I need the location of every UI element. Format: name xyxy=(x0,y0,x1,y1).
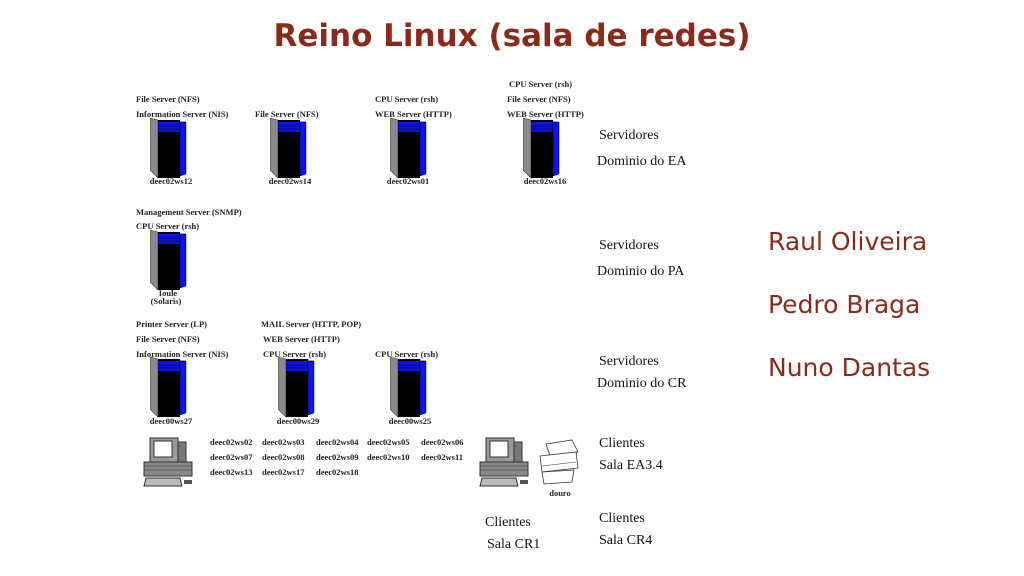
group-label: Servidores xyxy=(599,238,659,253)
client-host-label: deec02ws03 xyxy=(262,437,305,447)
client-host-label: deec02ws09 xyxy=(316,452,359,462)
host-label: Ioule xyxy=(158,288,178,298)
group-label: Clientes xyxy=(599,511,645,526)
role-label: CPU Server (rsh) xyxy=(509,79,573,89)
server-icon[interactable] xyxy=(150,228,190,292)
os-label: (Solaris) xyxy=(150,296,182,306)
role-label: CPU Server (rsh) xyxy=(263,349,327,359)
group-label: Clientes xyxy=(599,436,645,451)
group-label: Servidores xyxy=(599,128,659,143)
host-label: deec00ws27 xyxy=(149,416,193,426)
host-label: deec02ws14 xyxy=(268,176,312,186)
workstation-icon[interactable] xyxy=(142,436,198,488)
role-label: WEB Server (HTTP) xyxy=(375,109,452,119)
author-name: Raul Oliveira xyxy=(768,227,928,256)
author-name: Nuno Dantas xyxy=(768,353,931,382)
printer-icon[interactable] xyxy=(536,438,582,488)
server-icon[interactable] xyxy=(390,355,430,419)
client-host-label: deec02ws07 xyxy=(210,452,253,462)
author-name: Pedro Braga xyxy=(768,290,921,319)
group-label: Sala CR1 xyxy=(487,537,541,552)
role-label: File Server (NFS) xyxy=(136,334,200,344)
client-host-label: deec02ws05 xyxy=(367,437,410,447)
role-label: File Server (NFS) xyxy=(136,94,200,104)
group-label: Sala EA3.4 xyxy=(599,458,663,473)
client-host-label: deec02ws18 xyxy=(316,467,359,477)
server-icon[interactable] xyxy=(150,355,190,419)
server-icon[interactable] xyxy=(390,116,430,180)
role-label: CPU Server (rsh) xyxy=(136,221,200,231)
group-label: Dominio do CR xyxy=(597,376,687,391)
host-label: deec00ws25 xyxy=(388,416,432,426)
server-icon[interactable] xyxy=(278,355,318,419)
client-host-label: deec02ws04 xyxy=(316,437,359,447)
role-label: CPU Server (rsh) xyxy=(375,349,439,359)
group-label: Sala CR4 xyxy=(599,533,653,548)
role-label: CPU Server (rsh) xyxy=(375,94,439,104)
client-host-label: deec02ws08 xyxy=(262,452,305,462)
server-icon[interactable] xyxy=(150,116,190,180)
group-label: Clientes xyxy=(485,515,531,530)
client-host-label: deec02ws02 xyxy=(210,437,253,447)
group-label: Dominio do EA xyxy=(597,154,687,169)
host-label: deec02ws16 xyxy=(523,176,567,186)
role-label: WEB Server (HTTP) xyxy=(263,334,340,344)
role-label: File Server (NFS) xyxy=(507,94,571,104)
host-label: deec02ws01 xyxy=(386,176,430,186)
client-host-label: deec02ws17 xyxy=(262,467,305,477)
role-label: Information Server (NIS) xyxy=(136,349,229,359)
role-label: File Server (NFS) xyxy=(255,109,319,119)
role-label: WEB Server (HTTP) xyxy=(507,109,584,119)
role-label: Printer Server (LP) xyxy=(136,319,207,329)
role-label: Management Server (SNMP) xyxy=(136,207,242,217)
group-label: Servidores xyxy=(599,354,659,369)
role-label: MAIL Server (HTTP, POP) xyxy=(261,319,362,329)
client-host-label: deec02ws06 xyxy=(421,437,464,447)
host-label: deec02ws12 xyxy=(149,176,193,186)
host-label: deec00ws29 xyxy=(276,416,320,426)
client-host-label: deec02ws13 xyxy=(210,467,253,477)
group-label: Dominio do PA xyxy=(597,264,685,279)
workstation-icon[interactable] xyxy=(478,436,534,488)
role-label: Information Server (NIS) xyxy=(136,109,229,119)
server-icon[interactable] xyxy=(523,116,563,180)
client-host-label: deec02ws11 xyxy=(421,452,464,462)
printer-label: douro xyxy=(549,488,571,498)
server-icon[interactable] xyxy=(270,116,310,180)
slide-title: Reino Linux (sala de redes) xyxy=(273,18,751,54)
client-host-label: deec02ws10 xyxy=(367,452,410,462)
